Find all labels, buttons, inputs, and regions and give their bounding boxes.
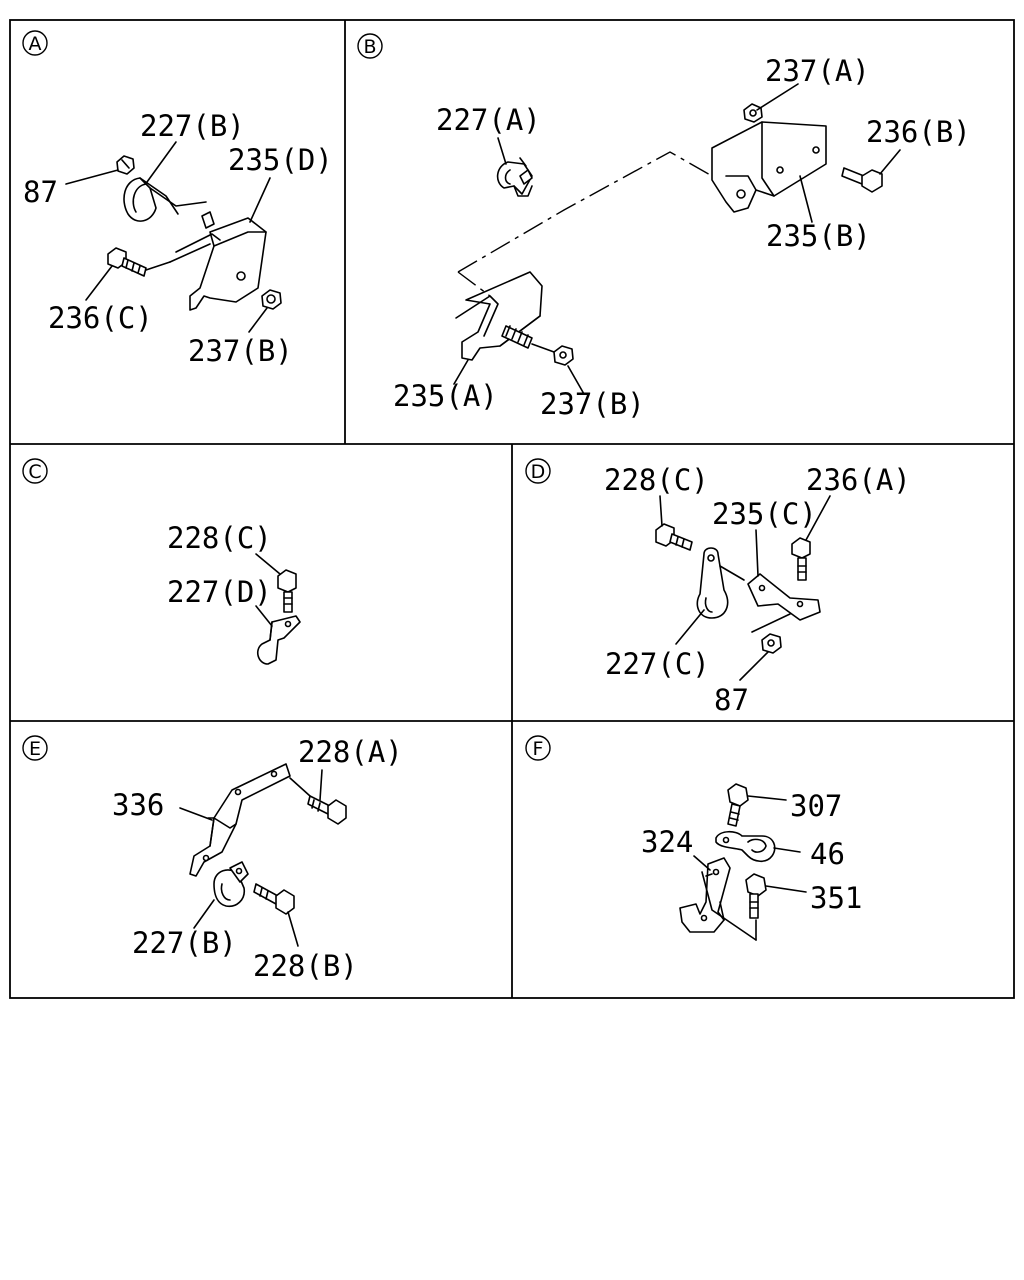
panel-d: D — [525, 458, 911, 717]
stud-bolt — [501, 325, 555, 353]
label-235d: 235(D) — [228, 143, 333, 177]
label-87-d: 87 — [714, 683, 749, 717]
label-227d: 227(D) — [167, 575, 272, 609]
label-237a: 237(A) — [765, 54, 870, 88]
clip-227d — [256, 615, 301, 665]
nut-237a — [743, 103, 763, 123]
panel-a: A — [22, 30, 333, 368]
bolt-236b — [841, 167, 883, 193]
bolt-228a — [289, 777, 347, 825]
panel-c-leaders — [255, 553, 281, 627]
panel-e-letter: E — [29, 738, 41, 760]
nut-237b-lower — [553, 345, 574, 366]
panel-b-marker: B — [357, 33, 383, 59]
panel-f-letter: F — [533, 738, 544, 760]
bracket-336 — [189, 763, 291, 877]
bracket-235d — [169, 211, 267, 311]
panel-a-marker: A — [22, 30, 48, 56]
panel-d-marker: D — [525, 458, 551, 484]
clip-227c — [696, 547, 729, 619]
clamp-46 — [715, 830, 776, 863]
label-307: 307 — [790, 789, 842, 823]
label-351: 351 — [810, 881, 862, 915]
nut-87 — [116, 155, 135, 175]
label-324: 324 — [641, 825, 693, 859]
panel-d-leaders — [659, 495, 831, 681]
panel-e-leaders — [179, 769, 323, 947]
panel-b: B — [357, 33, 971, 421]
label-236c: 236(C) — [48, 301, 153, 335]
label-336: 336 — [112, 788, 164, 822]
bracket-235b — [711, 121, 827, 213]
label-227b: 227(B) — [140, 109, 245, 143]
panel-a-leaders — [65, 141, 271, 333]
panel-b-centerlines — [457, 151, 713, 297]
bracket-235a — [455, 271, 543, 361]
bolt-307 — [727, 783, 749, 827]
bolt-351 — [745, 873, 767, 941]
panel-grid — [9, 19, 1015, 999]
panel-c-marker: C — [22, 458, 48, 484]
label-87: 87 — [23, 175, 58, 209]
bolt-228b — [253, 883, 295, 915]
label-228a: 228(A) — [298, 735, 403, 769]
label-228b: 228(B) — [253, 949, 358, 983]
panel-a-letter: A — [29, 33, 42, 55]
bolt-228c-d — [655, 523, 693, 551]
label-227a: 227(A) — [436, 103, 541, 137]
label-235c: 235(C) — [712, 497, 817, 531]
label-235b: 235(B) — [766, 219, 871, 253]
clip-227a — [496, 157, 533, 197]
panel-f-leaders — [693, 795, 807, 893]
panel-b-leaders — [453, 83, 901, 395]
label-235a: 235(A) — [393, 379, 498, 413]
bolt-236a — [791, 537, 811, 581]
label-227b-e: 227(B) — [132, 926, 237, 960]
bolt-236c — [107, 247, 171, 277]
label-227c: 227(C) — [605, 647, 710, 681]
bolt-228c — [277, 569, 297, 613]
label-228c: 228(C) — [167, 521, 272, 555]
nut-87-d — [761, 633, 782, 654]
clip-227b-e — [213, 861, 249, 908]
bracket-324 — [679, 857, 757, 941]
label-237b: 237(B) — [540, 387, 645, 421]
panel-e-marker: E — [22, 735, 48, 761]
label-236b: 236(B) — [866, 115, 971, 149]
label-236a: 236(A) — [806, 463, 911, 497]
nut-237b — [261, 289, 282, 310]
clip-227b — [123, 177, 207, 222]
panel-c: C 228(C) 227(D) — [22, 458, 301, 665]
label-237b: 237(B) — [188, 334, 293, 368]
panel-f: F — [525, 735, 862, 941]
panel-f-marker: F — [525, 735, 551, 761]
label-228c-d: 228(C) — [604, 463, 709, 497]
panel-d-letter: D — [531, 461, 546, 483]
panel-c-letter: C — [28, 461, 41, 483]
bracket-235c — [719, 565, 821, 633]
panel-e: E — [22, 735, 403, 983]
panel-b-letter: B — [363, 36, 376, 58]
label-46: 46 — [810, 837, 845, 871]
